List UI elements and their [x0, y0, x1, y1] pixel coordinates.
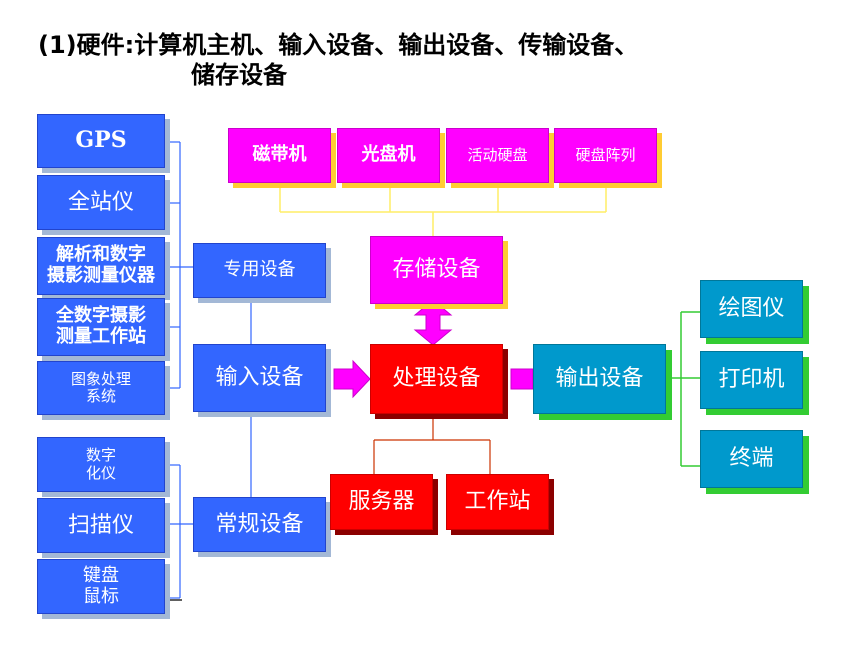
server-label: 服务器	[348, 489, 415, 515]
total-station-box: 全站仪	[37, 175, 165, 230]
title-line-2: 储存设备	[191, 61, 287, 89]
total-station-label: 全站仪	[67, 189, 134, 215]
terminal-label: 终端	[729, 446, 774, 472]
tape-drive-box: 磁带机	[228, 128, 331, 183]
plotter-box: 绘图仪	[700, 280, 803, 338]
storage-bracket	[279, 185, 607, 236]
special-devices-box: 专用设备	[193, 243, 326, 298]
keyboard-mouse-box: 键盘 鼠标	[37, 559, 165, 614]
scanner-box: 扫描仪	[37, 498, 165, 553]
slide-title: (1)硬件:计算机主机、输入设备、输出设备、传输设备、 储存设备	[38, 30, 838, 90]
optical-drive-label: 光盘机	[361, 144, 416, 166]
removable-disk-label: 活动硬盘	[467, 145, 528, 164]
gps-box: GPS	[37, 114, 165, 168]
workstation-label: 工作站	[464, 489, 531, 515]
input-devices-label: 输入设备	[215, 365, 304, 391]
processing-bracket	[373, 416, 491, 474]
plotter-label: 绘图仪	[718, 296, 785, 322]
workstation-box: 工作站	[446, 474, 549, 530]
special-devices-label: 专用设备	[223, 259, 296, 281]
image-processing-system-label: 图象处理 系统	[70, 369, 131, 405]
storage-devices-label: 存储设备	[392, 257, 481, 283]
regular-devices-label: 常规设备	[215, 511, 304, 537]
title-line-1: (1)硬件:计算机主机、输入设备、输出设备、传输设备、	[38, 31, 639, 59]
server-box: 服务器	[330, 474, 433, 530]
keyboard-mouse-label: 键盘 鼠标	[83, 564, 119, 607]
printer-box: 打印机	[700, 351, 803, 409]
processing-devices-box: 处理设备	[370, 344, 503, 414]
input-processing-arrow	[333, 359, 371, 399]
disk-array-label: 硬盘阵列	[575, 145, 636, 164]
storage-devices-box: 存储设备	[370, 236, 503, 304]
digital-photogrammetry-workstation-box: 全数字摄影 测量工作站	[37, 298, 165, 356]
input-devices-box: 输入设备	[193, 344, 326, 412]
photogrammetry-instrument-box: 解析和数字 摄影测量仪器	[37, 237, 165, 295]
removable-disk-box: 活动硬盘	[446, 128, 549, 183]
terminal-box: 终端	[700, 430, 803, 488]
output-devices-box: 输出设备	[533, 344, 666, 414]
processing-devices-label: 处理设备	[392, 366, 481, 392]
digitizer-box: 数字 化仪	[37, 437, 165, 492]
printer-label: 打印机	[718, 367, 785, 393]
storage-processing-arrow	[413, 299, 453, 346]
disk-array-box: 硬盘阵列	[554, 128, 657, 183]
scanner-label: 扫描仪	[67, 512, 134, 538]
gps-label: GPS	[75, 127, 127, 154]
optical-drive-box: 光盘机	[337, 128, 440, 183]
special-sources-bracket	[165, 141, 193, 389]
photogrammetry-instrument-label: 解析和数字 摄影测量仪器	[47, 244, 155, 286]
output-devices-label: 输出设备	[555, 366, 644, 392]
regular-sources-bracket	[165, 464, 193, 599]
output-bracket	[668, 311, 700, 467]
digital-photogrammetry-workstation-label: 全数字摄影 测量工作站	[56, 305, 146, 347]
digitizer-label: 数字 化仪	[85, 446, 116, 482]
processing-output-connector	[510, 368, 534, 390]
regular-devices-box: 常规设备	[193, 497, 326, 552]
tape-drive-label: 磁带机	[252, 144, 307, 166]
image-processing-system-box: 图象处理 系统	[37, 361, 165, 415]
